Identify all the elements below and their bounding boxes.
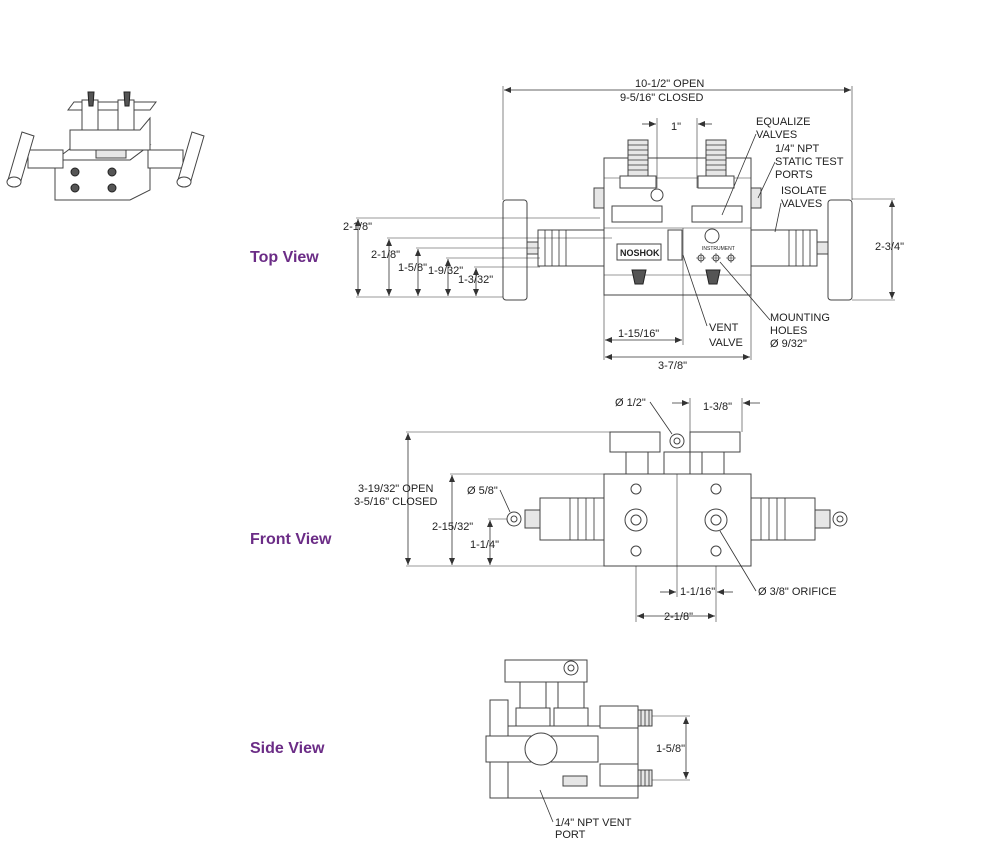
dim-bottom-3-7-8: 3-7/8" (658, 360, 687, 372)
dim-h-2-15-32: 2-15/32" (432, 521, 473, 533)
dim-overall-closed: 9-5/16" CLOSED (620, 92, 703, 104)
isolate-handle-left (502, 199, 528, 301)
label-equalize-1: EQUALIZE (756, 116, 810, 128)
label-mount-1: MOUNTING (770, 312, 830, 324)
label-vent-1: VENT (709, 322, 739, 334)
instrument-plate-text: INSTRUMENT (702, 246, 735, 252)
dim-h-1-1-4: 1-1/4" (470, 539, 499, 551)
label-vent-port-2: PORT (555, 829, 586, 841)
isolate-bonnet-right (750, 229, 818, 267)
dim-left-1-3-32: 1-3/32" (458, 274, 493, 286)
side-view-label: Side View (250, 740, 325, 757)
dim-h-open: 3-19/32" OPEN (358, 483, 433, 495)
label-equalize-2: VALVES (756, 129, 797, 141)
brand-plate-text: NOSHOK (620, 248, 660, 258)
dim-left-1-9-32: 1-9/32" (428, 265, 463, 277)
dim-w-1-1-16: 1-1/16" (680, 586, 715, 598)
label-npt-1: 1/4" NPT (775, 143, 820, 155)
front-view-drawing: Ø 1/2" 1-3/8" 3-19/32" OPEN 3-5/16" CLOS… (354, 397, 848, 623)
label-mount-3: Ø 9/32" (770, 338, 807, 350)
side-view-drawing: 1-5/8" 1/4" NPT VENT PORT (485, 659, 690, 841)
dim-left-2-1-8-a: 2-1/8" (343, 221, 372, 233)
static-test-port-left (619, 139, 657, 189)
label-npt-3: PORTS (775, 169, 813, 181)
dim-bottom-1-15-16: 1-15/16" (618, 328, 659, 340)
dim-side-1-5-8: 1-5/8" (656, 743, 685, 755)
label-vent-2: VALVE (709, 337, 743, 349)
mounting-holes-top (696, 253, 736, 263)
label-mount-2: HOLES (770, 325, 807, 337)
front-view-label: Front View (250, 531, 332, 548)
isometric-manifold-icon (6, 91, 205, 201)
dim-w-2-1-8: 2-1/8" (664, 611, 693, 623)
dim-dia-1-2: Ø 1/2" (615, 397, 646, 409)
dim-left-2-1-8-b: 2-1/8" (371, 249, 400, 261)
top-view-label: Top View (250, 249, 319, 266)
label-npt-2: STATIC TEST (775, 156, 844, 168)
isolate-bonnet-left (537, 229, 605, 267)
label-vent-port-1: 1/4" NPT VENT (555, 817, 632, 829)
equalize-handle-right (691, 205, 743, 223)
dim-h-closed: 3-5/16" CLOSED (354, 496, 437, 508)
isolate-handle-right (827, 199, 853, 301)
equalize-handle-left (611, 205, 663, 223)
label-orifice: Ø 3/8" ORIFICE (758, 586, 836, 598)
static-test-port-right (697, 139, 735, 189)
dim-w-1-3-8: 1-3/8" (703, 401, 732, 413)
dim-spacing-1in: 1" (671, 121, 681, 133)
dim-dia-5-8: Ø 5/8" (467, 485, 498, 497)
dim-overall-open: 10-1/2" OPEN (635, 78, 704, 90)
dim-left-1-5-8: 1-5/8" (398, 262, 427, 274)
label-isolate-2: VALVES (781, 198, 822, 210)
dim-right-2-3-4: 2-3/4" (875, 241, 904, 253)
label-isolate-1: ISOLATE (781, 185, 827, 197)
vent-valve-top (667, 229, 683, 261)
top-view-drawing: NOSHOK INSTRUMENT 10-1/2" OPEN 9-5/16" C… (343, 78, 904, 372)
